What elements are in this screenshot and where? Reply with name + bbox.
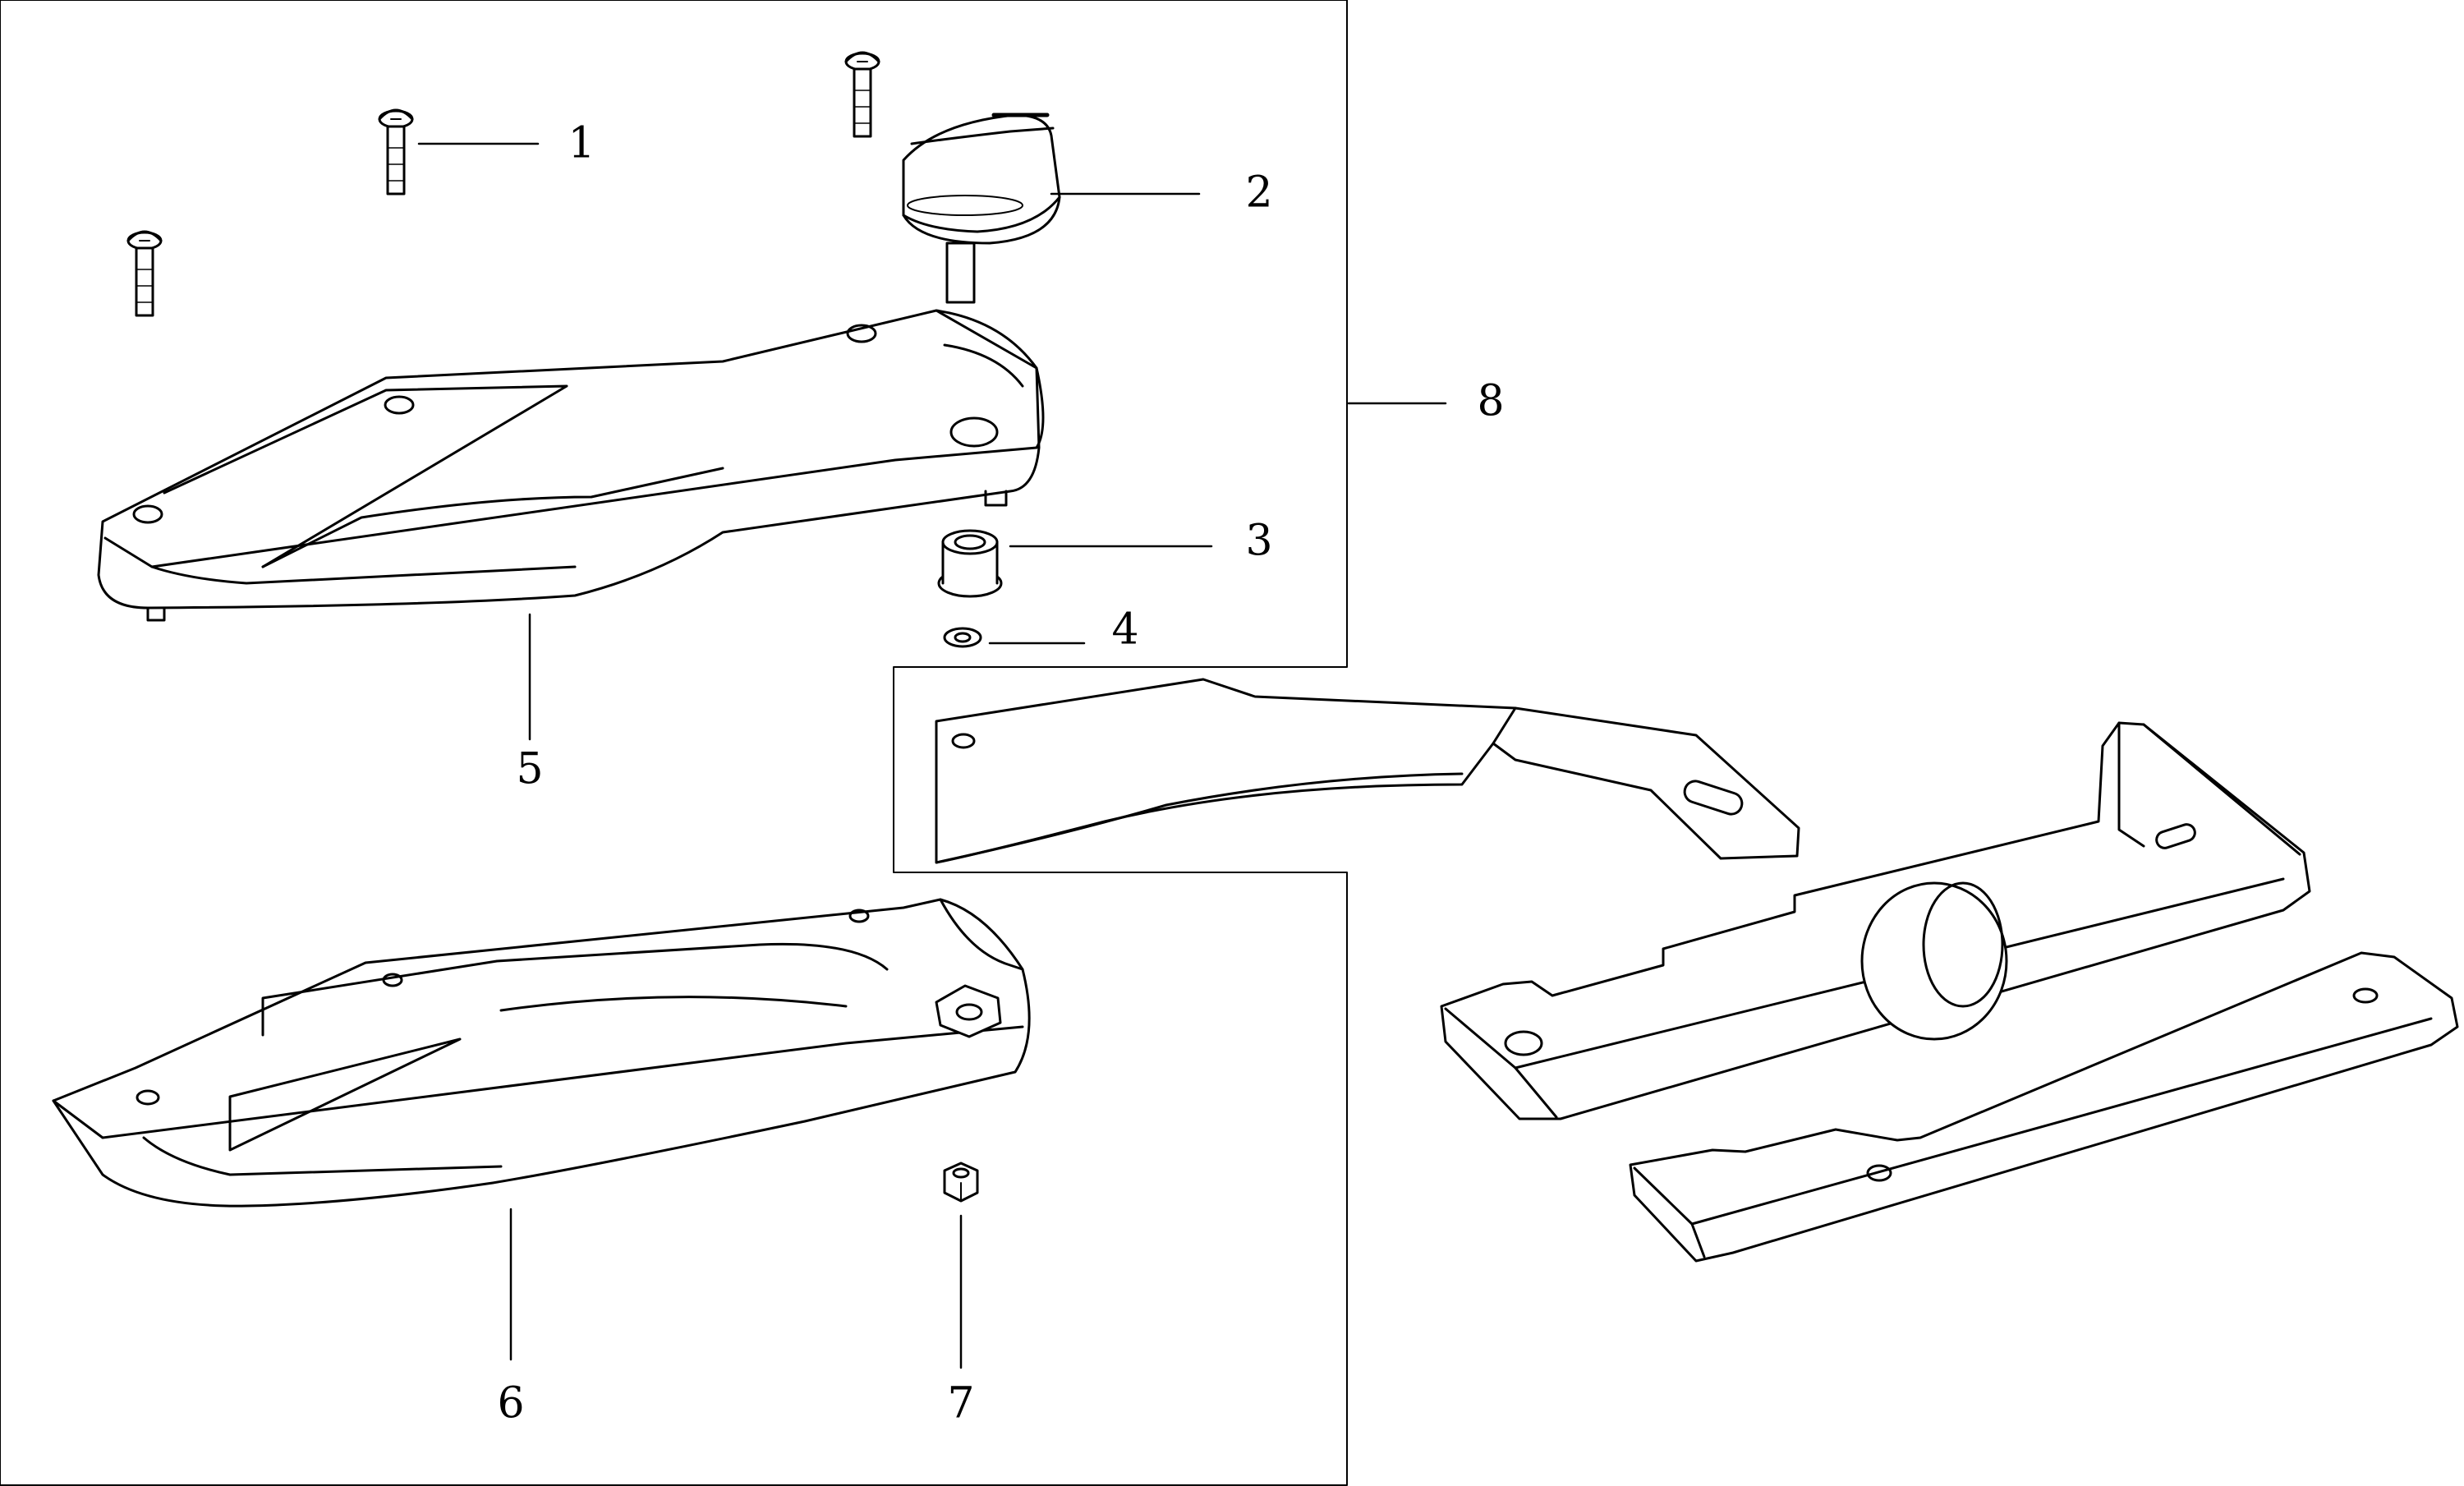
assembly-group-frame	[0, 0, 1348, 1486]
callout-4: 4	[1111, 605, 1138, 655]
screw-icon	[378, 108, 414, 196]
screw-icon	[844, 51, 880, 138]
callout-6: 6	[497, 1379, 524, 1428]
bushing-icon	[937, 529, 1003, 598]
washer-icon	[943, 627, 982, 648]
side-rail	[1629, 951, 2459, 1263]
base-tray	[1440, 721, 2311, 1120]
callout-2: 2	[1245, 168, 1272, 218]
callout-1: 1	[568, 119, 595, 168]
screw-icon	[126, 230, 163, 317]
callout-3: 3	[1245, 517, 1272, 566]
callout-7: 7	[947, 1379, 974, 1428]
hex-nut-icon	[943, 1162, 979, 1203]
callout-labels: 1 2 3 4 5 6 7 8	[497, 119, 1504, 1428]
guard-plate	[935, 678, 1800, 864]
lower-guard-housing	[52, 898, 1031, 1208]
upper-guard-cover	[97, 309, 1045, 622]
knob-icon	[902, 113, 1061, 304]
callout-8: 8	[1477, 377, 1504, 426]
callout-5: 5	[516, 745, 543, 794]
